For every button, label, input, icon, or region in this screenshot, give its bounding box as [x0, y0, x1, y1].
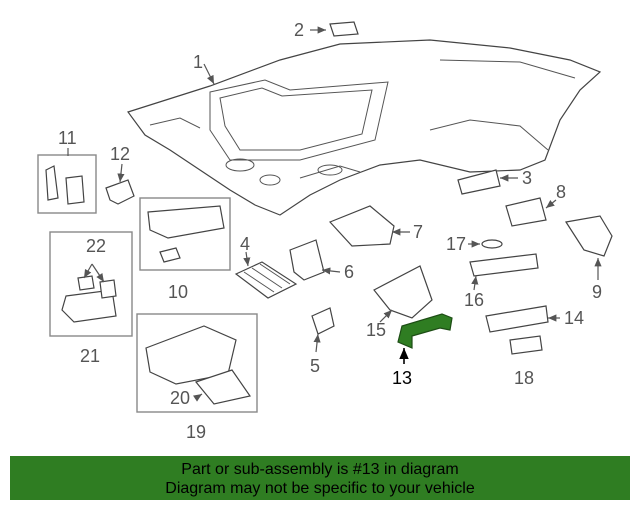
callout-2: 2	[294, 20, 304, 40]
callout-20: 20	[170, 388, 190, 408]
part-4-grille	[234, 261, 298, 299]
callout-9: 9	[592, 282, 602, 302]
part-10-sunvisor	[147, 205, 225, 263]
callout-1: 1	[193, 52, 203, 72]
callout-13[interactable]: 13	[392, 368, 412, 388]
part-9-trim	[565, 215, 613, 257]
callout-22: 22	[86, 236, 106, 256]
part-6-cover	[289, 239, 325, 281]
part-5-bracket	[311, 307, 335, 335]
callout-12: 12	[110, 144, 130, 164]
banner-line-2: Diagram may not be specific to your vehi…	[165, 480, 475, 497]
callout-17: 17	[446, 234, 466, 254]
callout-19: 19	[186, 422, 206, 442]
part-14-bracket	[485, 305, 549, 333]
callout-18: 18	[514, 368, 534, 388]
callout-10: 10	[168, 282, 188, 302]
callout-4: 4	[240, 234, 250, 254]
part-15-bracket	[373, 265, 433, 319]
callout-21: 21	[80, 346, 100, 366]
callout-5: 5	[310, 356, 320, 376]
callout-11: 11	[58, 128, 77, 148]
callout-6: 6	[344, 262, 354, 282]
part-18-cover	[509, 335, 543, 355]
part-8-block	[505, 197, 547, 227]
callout-7: 7	[413, 222, 423, 242]
part-13-grab-handle[interactable]	[397, 313, 453, 349]
banner-line-1: Part or sub-assembly is #13 in diagram	[181, 461, 459, 478]
part-2-pad	[329, 21, 359, 37]
info-banner: Part or sub-assembly is #13 in diagram D…	[10, 456, 630, 500]
part-19-console	[145, 325, 252, 405]
part-3-clip	[457, 169, 501, 195]
callout-15: 15	[366, 320, 386, 340]
part-12-clip	[105, 179, 135, 205]
part-17-washer	[481, 239, 503, 249]
parts-diagram: 1 2 3 4 5 6 7 8 9 10 11 12 13 14 15 16 1…	[37, 20, 613, 442]
part-11-clips	[45, 165, 85, 205]
callout-8: 8	[556, 182, 566, 202]
callout-16: 16	[464, 290, 484, 310]
callout-3: 3	[522, 168, 532, 188]
leader-lines	[67, 26, 602, 402]
part-7-vent	[328, 205, 395, 247]
part-16-rail	[469, 253, 539, 277]
callout-14: 14	[564, 308, 584, 328]
